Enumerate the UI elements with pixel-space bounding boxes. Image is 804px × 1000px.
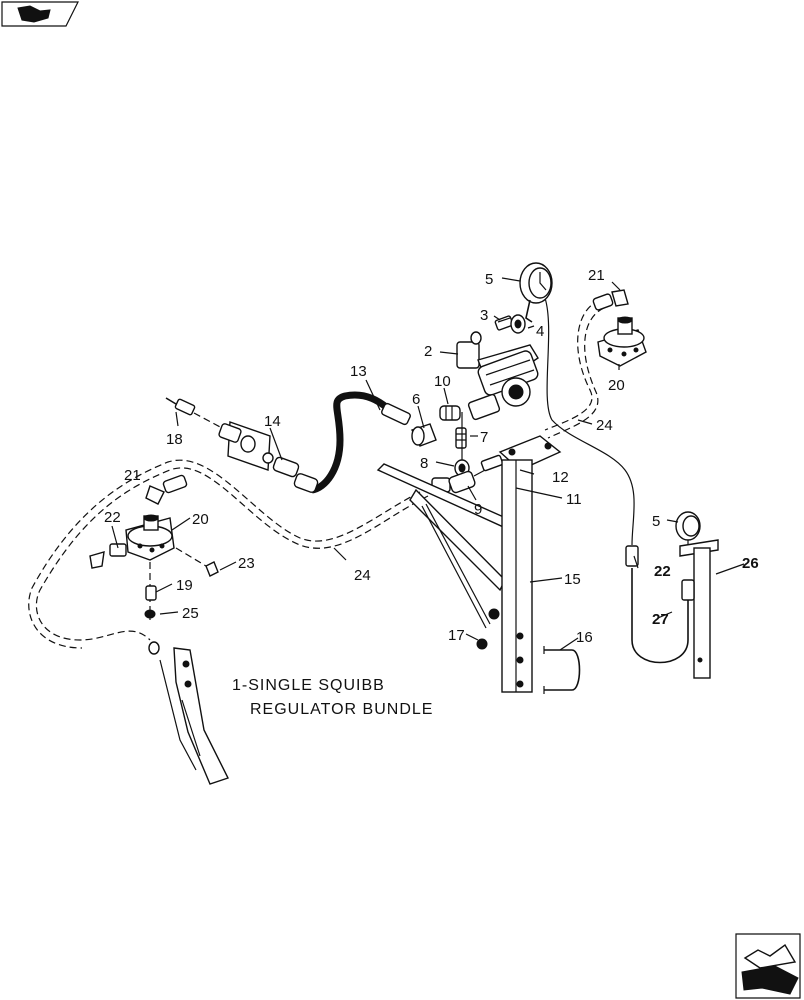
caption-line-1: 1-SINGLE SQUIBB	[232, 677, 385, 694]
callout-14[interactable]: 14	[264, 413, 281, 430]
callout-4[interactable]: 4	[536, 323, 544, 340]
fitting-22-left	[89, 543, 127, 569]
callout-7[interactable]: 7	[480, 429, 488, 446]
callout-8[interactable]: 8	[420, 455, 428, 472]
fitting-23	[175, 547, 219, 577]
pressure-gauge-right	[675, 511, 701, 546]
callout-16[interactable]: 16	[576, 629, 593, 646]
callout-24-left[interactable]: 24	[354, 567, 371, 584]
nav-next-tab[interactable]	[735, 933, 801, 999]
u-bolt-16	[543, 646, 581, 694]
regulator-valve	[456, 341, 539, 421]
nuts-17	[476, 608, 500, 650]
callout-15[interactable]: 15	[564, 571, 581, 588]
callout-6[interactable]: 6	[412, 391, 420, 408]
pressure-gauge-top	[519, 262, 553, 323]
callout-2[interactable]: 2	[424, 343, 432, 360]
diagram-caption: 1-SINGLE SQUIBB REGULATOR BUNDLE	[232, 677, 433, 718]
fitting-left-coupler	[218, 423, 242, 443]
bracket-14	[227, 421, 319, 493]
callout-24-right[interactable]: 24	[596, 417, 613, 434]
callout-23[interactable]: 23	[238, 555, 255, 572]
callout-26[interactable]: 26	[742, 555, 759, 572]
fitting-21-right	[592, 289, 629, 311]
bracket-lower-left	[159, 647, 229, 785]
bracket-26	[679, 539, 719, 679]
hose-24-left	[35, 467, 429, 641]
arrow-back-icon	[17, 5, 51, 23]
gauge-line	[544, 297, 635, 546]
callouts: 5 21 3 4 2 20 13 10 6 14 18 24 7 8 12 21…	[104, 267, 759, 646]
fitting-18	[165, 397, 223, 429]
hose-24-right-inner	[547, 307, 605, 439]
callout-20-left[interactable]: 20	[192, 511, 209, 528]
stand-15	[376, 459, 533, 693]
caption-line-2: REGULATOR BUNDLE	[250, 701, 433, 718]
callout-22-left[interactable]: 22	[104, 509, 121, 526]
leader-lines	[111, 277, 745, 651]
callout-12[interactable]: 12	[552, 469, 569, 486]
callout-21-right[interactable]: 21	[588, 267, 605, 284]
arrow-forward-icon	[741, 943, 799, 995]
callout-18[interactable]: 18	[166, 431, 183, 448]
callout-20-right[interactable]: 20	[608, 377, 625, 394]
callout-27[interactable]: 27	[652, 611, 669, 628]
callout-19[interactable]: 19	[176, 577, 193, 594]
callout-25[interactable]: 25	[182, 605, 199, 622]
callout-11[interactable]: 11	[566, 491, 582, 508]
callout-21-left[interactable]: 21	[124, 467, 141, 484]
nav-back-tab[interactable]	[1, 1, 79, 27]
hose-24-left-inner	[28, 459, 421, 649]
callout-10[interactable]: 10	[434, 373, 451, 390]
fitting-19-25	[144, 562, 160, 655]
callout-5-top[interactable]: 5	[485, 271, 493, 288]
nut-top	[470, 331, 482, 345]
hose-end-fitting	[381, 402, 411, 426]
callout-17[interactable]: 17	[448, 627, 465, 644]
hose-27	[631, 568, 689, 664]
hose-24-right	[544, 299, 601, 431]
fitting-4	[510, 314, 526, 334]
fittings-22-right	[625, 545, 695, 601]
fitting-21-left	[145, 474, 188, 505]
callout-22-right[interactable]: 22	[654, 563, 671, 580]
nipple-7	[455, 427, 467, 449]
callout-3[interactable]: 3	[480, 307, 488, 324]
regulator-20-left	[125, 514, 175, 561]
fitting-10	[439, 405, 461, 421]
callout-9[interactable]: 9	[474, 501, 482, 518]
elbow-6	[411, 423, 437, 447]
regulator-20-right	[597, 316, 647, 367]
fitting-9	[431, 454, 504, 494]
callout-5-right[interactable]: 5	[652, 513, 660, 530]
hose-13	[311, 391, 398, 494]
callout-13[interactable]: 13	[350, 363, 367, 380]
